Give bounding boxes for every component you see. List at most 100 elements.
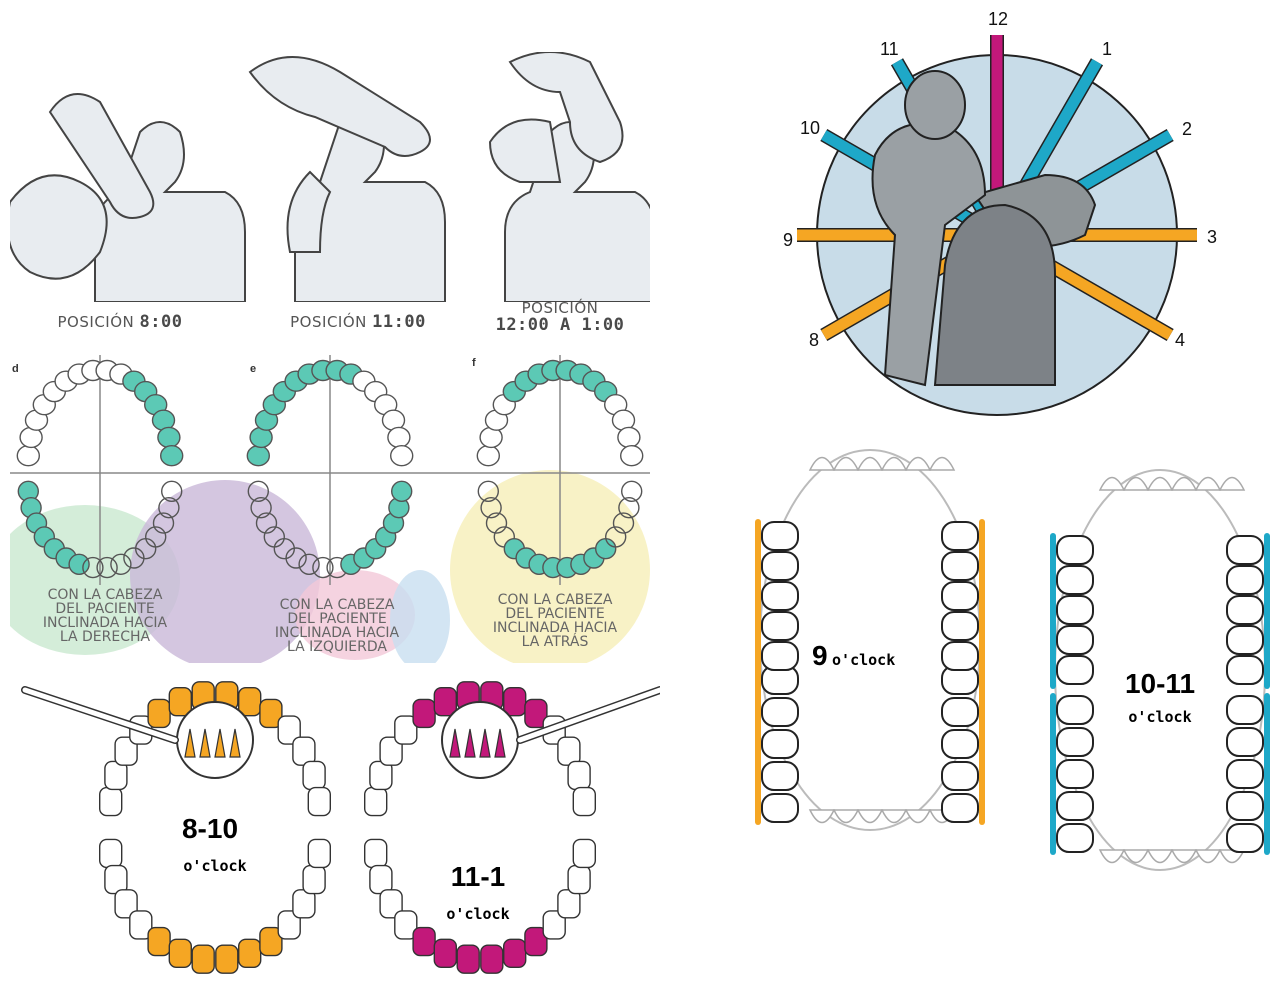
incisor-lower — [1148, 850, 1172, 863]
molar-lower — [942, 762, 978, 790]
molar-upper — [762, 642, 798, 670]
molar-upper — [942, 552, 978, 580]
upper-tooth — [239, 688, 261, 716]
molar-lower — [1057, 696, 1093, 724]
molar-upper — [942, 582, 978, 610]
upper-tooth — [573, 788, 595, 816]
position-11-time: 11:00 — [372, 312, 426, 332]
upper-tooth — [621, 446, 643, 466]
molar-upper — [762, 582, 798, 610]
head-tilt-right-line: CON LA CABEZA — [20, 588, 190, 602]
anterior-zones-panel: 8-10 o'clock 11-1 o'clock — [0, 665, 660, 981]
incisor-upper — [1196, 478, 1220, 491]
upper-tooth — [148, 699, 170, 727]
upper-tooth — [413, 699, 435, 727]
position-8-word: POSICIÓN — [58, 313, 135, 331]
clock-number-10: 10 — [800, 118, 820, 139]
lower-tooth — [457, 945, 479, 973]
head-tilt-right-line: LA DERECHA — [20, 630, 190, 644]
zone-11-1-unit: o'clock — [428, 905, 528, 923]
molar-lower — [1057, 792, 1093, 820]
lower-tooth — [148, 928, 170, 956]
molar-upper — [942, 642, 978, 670]
clock-number-3: 3 — [1207, 227, 1217, 248]
upper-tooth — [247, 446, 269, 466]
molar-lower — [762, 730, 798, 758]
posterior-zones-panel: 9 o'clock 10-11 o'clock — [740, 440, 1280, 880]
clock-number-8: 8 — [809, 330, 819, 351]
operator-positions-illustration — [10, 52, 650, 302]
lower-tooth — [481, 945, 503, 973]
incisor-lower — [906, 810, 930, 823]
lower-tooth — [192, 945, 214, 973]
molar-upper — [762, 612, 798, 640]
zone-10-11-range: 10-11 — [1105, 668, 1215, 700]
lower-tooth — [392, 481, 412, 501]
head-tilt-left-line: INCLINADA HACIA — [262, 626, 412, 640]
zone-9-range: 9 — [812, 640, 828, 671]
upper-tooth — [100, 788, 122, 816]
zone-9-label: 9 o'clock — [812, 640, 895, 672]
clock-number-2: 2 — [1182, 119, 1192, 140]
arch-label-e: e — [250, 363, 256, 375]
incisor-upper — [930, 458, 954, 471]
molar-upper — [1057, 656, 1093, 684]
head-tilt-back-line: CON LA CABEZA — [480, 593, 630, 607]
clock-number-4: 4 — [1175, 330, 1185, 351]
molar-upper — [1227, 596, 1263, 624]
lower-tooth — [216, 945, 238, 973]
lower-tooth — [434, 939, 456, 967]
position-12-1-time: 12:00 A 1:00 — [496, 315, 625, 335]
clock-disc — [775, 5, 1235, 425]
molar-upper — [1057, 596, 1093, 624]
lower-tooth — [596, 539, 616, 559]
head-tilt-panel: d e f CON LA CABEZA DEL PACIENTE INCLINA… — [10, 355, 650, 663]
incisor-upper — [1220, 478, 1244, 491]
upper-tooth — [308, 788, 330, 816]
lower-tooth — [97, 558, 117, 578]
head-tilt-left-line: CON LA CABEZA — [262, 598, 412, 612]
lower-tooth — [100, 839, 122, 867]
incisor-upper — [1100, 478, 1124, 491]
molar-upper — [1227, 536, 1263, 564]
molar-lower — [1227, 824, 1263, 852]
head-tilt-right-note: CON LA CABEZA DEL PACIENTE INCLINADA HAC… — [20, 588, 190, 644]
operator-head — [905, 71, 965, 139]
molar-upper — [942, 522, 978, 550]
zone-11-1-range: 11-1 — [428, 861, 528, 893]
upper-tooth — [17, 446, 39, 466]
upper-tooth — [303, 761, 325, 789]
upper-tooth — [169, 688, 191, 716]
position-11-label: POSICIÓN 11:00 — [268, 314, 448, 331]
lower-tooth — [239, 939, 261, 967]
lower-tooth — [303, 866, 325, 894]
lower-tooth — [169, 939, 191, 967]
head-tilt-left-line: LA IZQUIERDA — [262, 640, 412, 654]
upper-tooth — [504, 688, 526, 716]
head-tilt-right-line: INCLINADA HACIA — [20, 616, 190, 630]
position-12-1-label: POSICIÓN 12:00 A 1:00 — [480, 300, 640, 334]
molar-lower — [1227, 792, 1263, 820]
molar-lower — [942, 730, 978, 758]
clock-positions-panel: 12 1 2 3 4 8 9 10 11 — [775, 5, 1235, 425]
arch-label-f: f — [472, 357, 476, 369]
upper-tooth — [365, 788, 387, 816]
molar-upper — [762, 522, 798, 550]
incisor-upper — [810, 458, 834, 471]
clock-number-11: 11 — [880, 39, 899, 60]
head-tilt-back-line: INCLINADA HACIA — [480, 621, 630, 635]
upper-tooth — [161, 446, 183, 466]
head-tilt-left-note: CON LA CABEZA DEL PACIENTE INCLINADA HAC… — [262, 598, 412, 654]
anterior-zones-illustration — [0, 665, 660, 981]
head-tilt-left-line: DEL PACIENTE — [262, 612, 412, 626]
molar-upper — [1057, 626, 1093, 654]
upper-tooth — [388, 427, 410, 447]
molar-lower — [762, 698, 798, 726]
head-tilt-back-note: CON LA CABEZA DEL PACIENTE INCLINADA HAC… — [480, 593, 630, 649]
molar-upper — [762, 552, 798, 580]
position-11-word: POSICIÓN — [290, 313, 367, 331]
lower-tooth — [573, 839, 595, 867]
lower-tooth — [299, 554, 319, 574]
position-8-time: 8:00 — [140, 312, 183, 332]
incisor-upper — [858, 458, 882, 471]
